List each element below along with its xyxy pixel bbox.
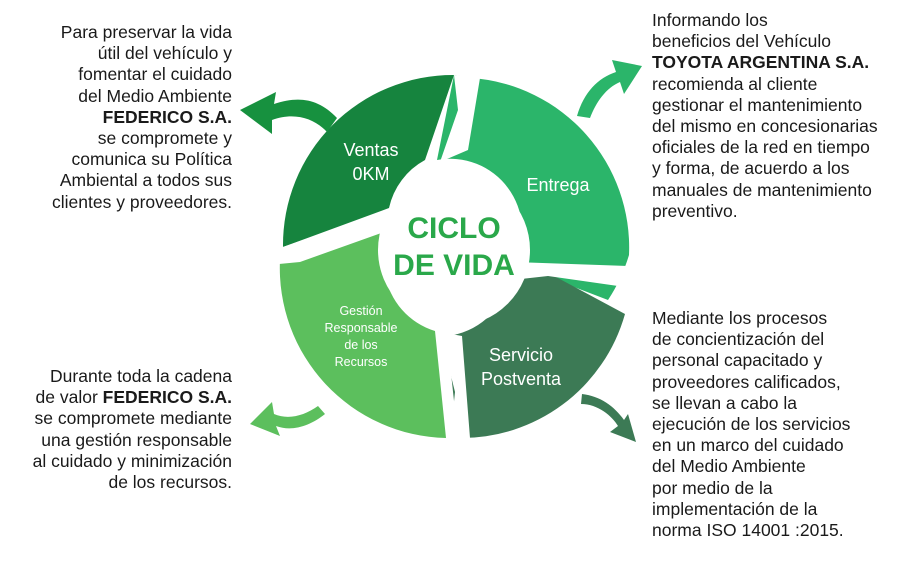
text-line: recomienda al cliente bbox=[652, 73, 818, 94]
text-line: del Medio Ambiente bbox=[652, 456, 806, 477]
text-line: personal capacitado y bbox=[652, 350, 823, 371]
text-line: implementación de la bbox=[652, 498, 818, 519]
separator-right bbox=[512, 262, 632, 288]
center-circle bbox=[378, 174, 530, 326]
company-name: FEDERICO S.A. bbox=[102, 387, 232, 408]
text-line: se llevan a cabo la bbox=[652, 392, 797, 413]
text-line: Durante toda la cadena bbox=[50, 366, 232, 386]
text-line: de concientización del bbox=[652, 329, 825, 350]
text-line: al cuidado y minimización bbox=[32, 450, 232, 471]
segment-ventas-label-2: 0KM bbox=[352, 164, 389, 184]
text-line: Para preservar la vida bbox=[60, 22, 232, 42]
segment-ventas bbox=[282, 74, 454, 247]
arrow-top-right-icon bbox=[577, 60, 642, 118]
text-line: beneficios del Vehículo bbox=[652, 31, 832, 52]
text-line: en un marco del cuidado bbox=[652, 435, 844, 456]
separator-left bbox=[279, 210, 388, 264]
text-line: por medio de la bbox=[652, 477, 773, 498]
text-line: Informando los bbox=[652, 10, 768, 30]
arrow-bottom-right-icon bbox=[581, 394, 636, 442]
text-line: gestionar el mantenimiento bbox=[652, 94, 863, 115]
text-line: manuales de mantenimiento bbox=[652, 179, 872, 200]
segment-servicio-label-2: Postventa bbox=[481, 369, 562, 389]
segment-gestion-label-3: de los bbox=[344, 338, 377, 352]
company-name: TOYOTA ARGENTINA S.A. bbox=[652, 52, 870, 73]
text-line: preventivo. bbox=[652, 200, 738, 221]
text-line: útil del vehículo y bbox=[97, 43, 232, 64]
text-line: una gestión responsable bbox=[41, 429, 232, 450]
text-line: se compromete y bbox=[97, 128, 232, 149]
segment-ventas-label-1: Ventas bbox=[343, 140, 398, 160]
arrow-top-left-icon bbox=[240, 92, 337, 134]
segment-gestion-label-4: Recursos bbox=[335, 355, 388, 369]
text-block-bottom-left: Durante toda la cadena de valor FEDERICO… bbox=[20, 366, 232, 493]
text-line: norma ISO 14001 :2015. bbox=[652, 520, 844, 541]
company-name: FEDERICO S.A. bbox=[102, 106, 232, 127]
arrow-bottom-left-icon bbox=[250, 402, 325, 436]
text-line: se compromete mediante bbox=[34, 408, 232, 429]
text-line: del Medio Ambiente bbox=[78, 85, 232, 106]
text-line: comunica su Política bbox=[71, 149, 233, 170]
text-block-bottom-right: Mediante los procesos de concientización… bbox=[652, 308, 850, 541]
text-line: de valor FEDERICO S.A. bbox=[20, 387, 232, 408]
text-line: Mediante los procesos bbox=[652, 308, 828, 328]
segment-entrega bbox=[437, 75, 630, 300]
text-fragment: de valor bbox=[35, 387, 103, 408]
segment-gestion-label-2: Responsable bbox=[325, 321, 398, 335]
text-block-top-left: Para preservar la vida útil del vehículo… bbox=[20, 22, 232, 213]
text-block-top-right: Informando los beneficios del Vehículo T… bbox=[652, 10, 878, 222]
text-line: y forma, de acuerdo a los bbox=[652, 158, 850, 179]
separator-top bbox=[440, 75, 480, 162]
separator-bottom bbox=[440, 332, 470, 440]
center-title-line2: DE VIDA bbox=[393, 249, 515, 282]
text-line: Ambiental a todos sus bbox=[59, 170, 232, 191]
text-line: ejecución de los servicios bbox=[652, 414, 851, 435]
text-line: oficiales de la red en tiempo bbox=[652, 137, 870, 158]
text-line: fomentar el cuidado bbox=[78, 64, 232, 85]
text-line: clientes y proveedores. bbox=[52, 191, 232, 212]
segment-entrega-label: Entrega bbox=[526, 175, 590, 195]
text-line: proveedores calificados, bbox=[652, 371, 841, 392]
segment-gestion bbox=[279, 232, 446, 438]
segment-servicio bbox=[447, 270, 625, 439]
center-title-line1: CICLO bbox=[407, 212, 500, 245]
segment-gestion-label-1: Gestión bbox=[339, 304, 382, 318]
text-line: de los recursos. bbox=[108, 472, 232, 493]
text-line: del mismo en concesionarias bbox=[652, 116, 878, 137]
segment-servicio-label-1: Servicio bbox=[489, 345, 553, 365]
